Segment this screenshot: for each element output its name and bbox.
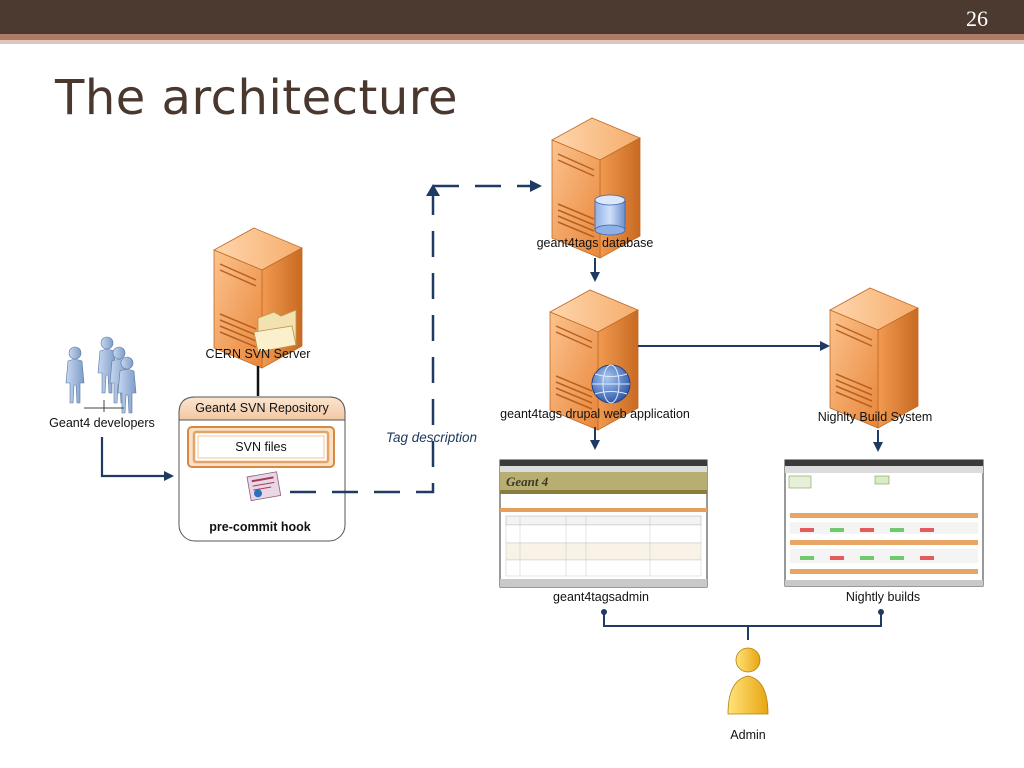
pre-commit-hook-label: pre-commit hook (209, 520, 310, 534)
slide-title: The architecture (55, 70, 458, 126)
database-label: geant4tags database (537, 236, 654, 250)
admin-label: Admin (730, 728, 765, 742)
people-icon (65, 336, 137, 414)
globe-icon (591, 364, 631, 404)
certificate-icon (246, 471, 282, 502)
tag-description-label: Tag description (386, 430, 477, 445)
slide-number: 26 (966, 6, 988, 31)
webapp-label: geant4tags drupal web application (500, 407, 690, 421)
nightly-server-icon (829, 287, 919, 429)
tag-description-flow (290, 186, 435, 494)
admin-connector-dot-right (878, 609, 884, 615)
svn-files-label: SVN files (235, 440, 286, 454)
admin-page-label: geant4tagsadmin (553, 590, 649, 604)
header-stripe (0, 34, 1024, 40)
admin-connector (603, 612, 882, 627)
developers-to-repository-arrow (100, 437, 174, 481)
nightly-builds-label: Nightly builds (846, 590, 920, 604)
database-icon (594, 194, 626, 236)
tag-flow-up-arrowhead (426, 184, 440, 196)
admin-connector-dot-left (601, 609, 607, 615)
svn-files-box (187, 426, 335, 468)
admin-page-logo: Geant 4 (506, 474, 549, 489)
svn-repository-label: Geant4 SVN Repository (195, 401, 329, 415)
admin-page-screenshot: Geant 4 (499, 459, 708, 588)
header-bar (0, 0, 1024, 34)
folder-icon (253, 309, 297, 353)
svn-server-label: CERN SVN Server (206, 347, 311, 361)
developers-label: Geant4 developers (49, 416, 155, 430)
header-stripe-light (0, 40, 1024, 44)
nightly-builds-screenshot (784, 459, 984, 587)
tag-flow-right-arrowhead (530, 180, 542, 192)
nightly-system-label: Nighlty Build System (818, 410, 933, 424)
person-icon (727, 647, 769, 715)
